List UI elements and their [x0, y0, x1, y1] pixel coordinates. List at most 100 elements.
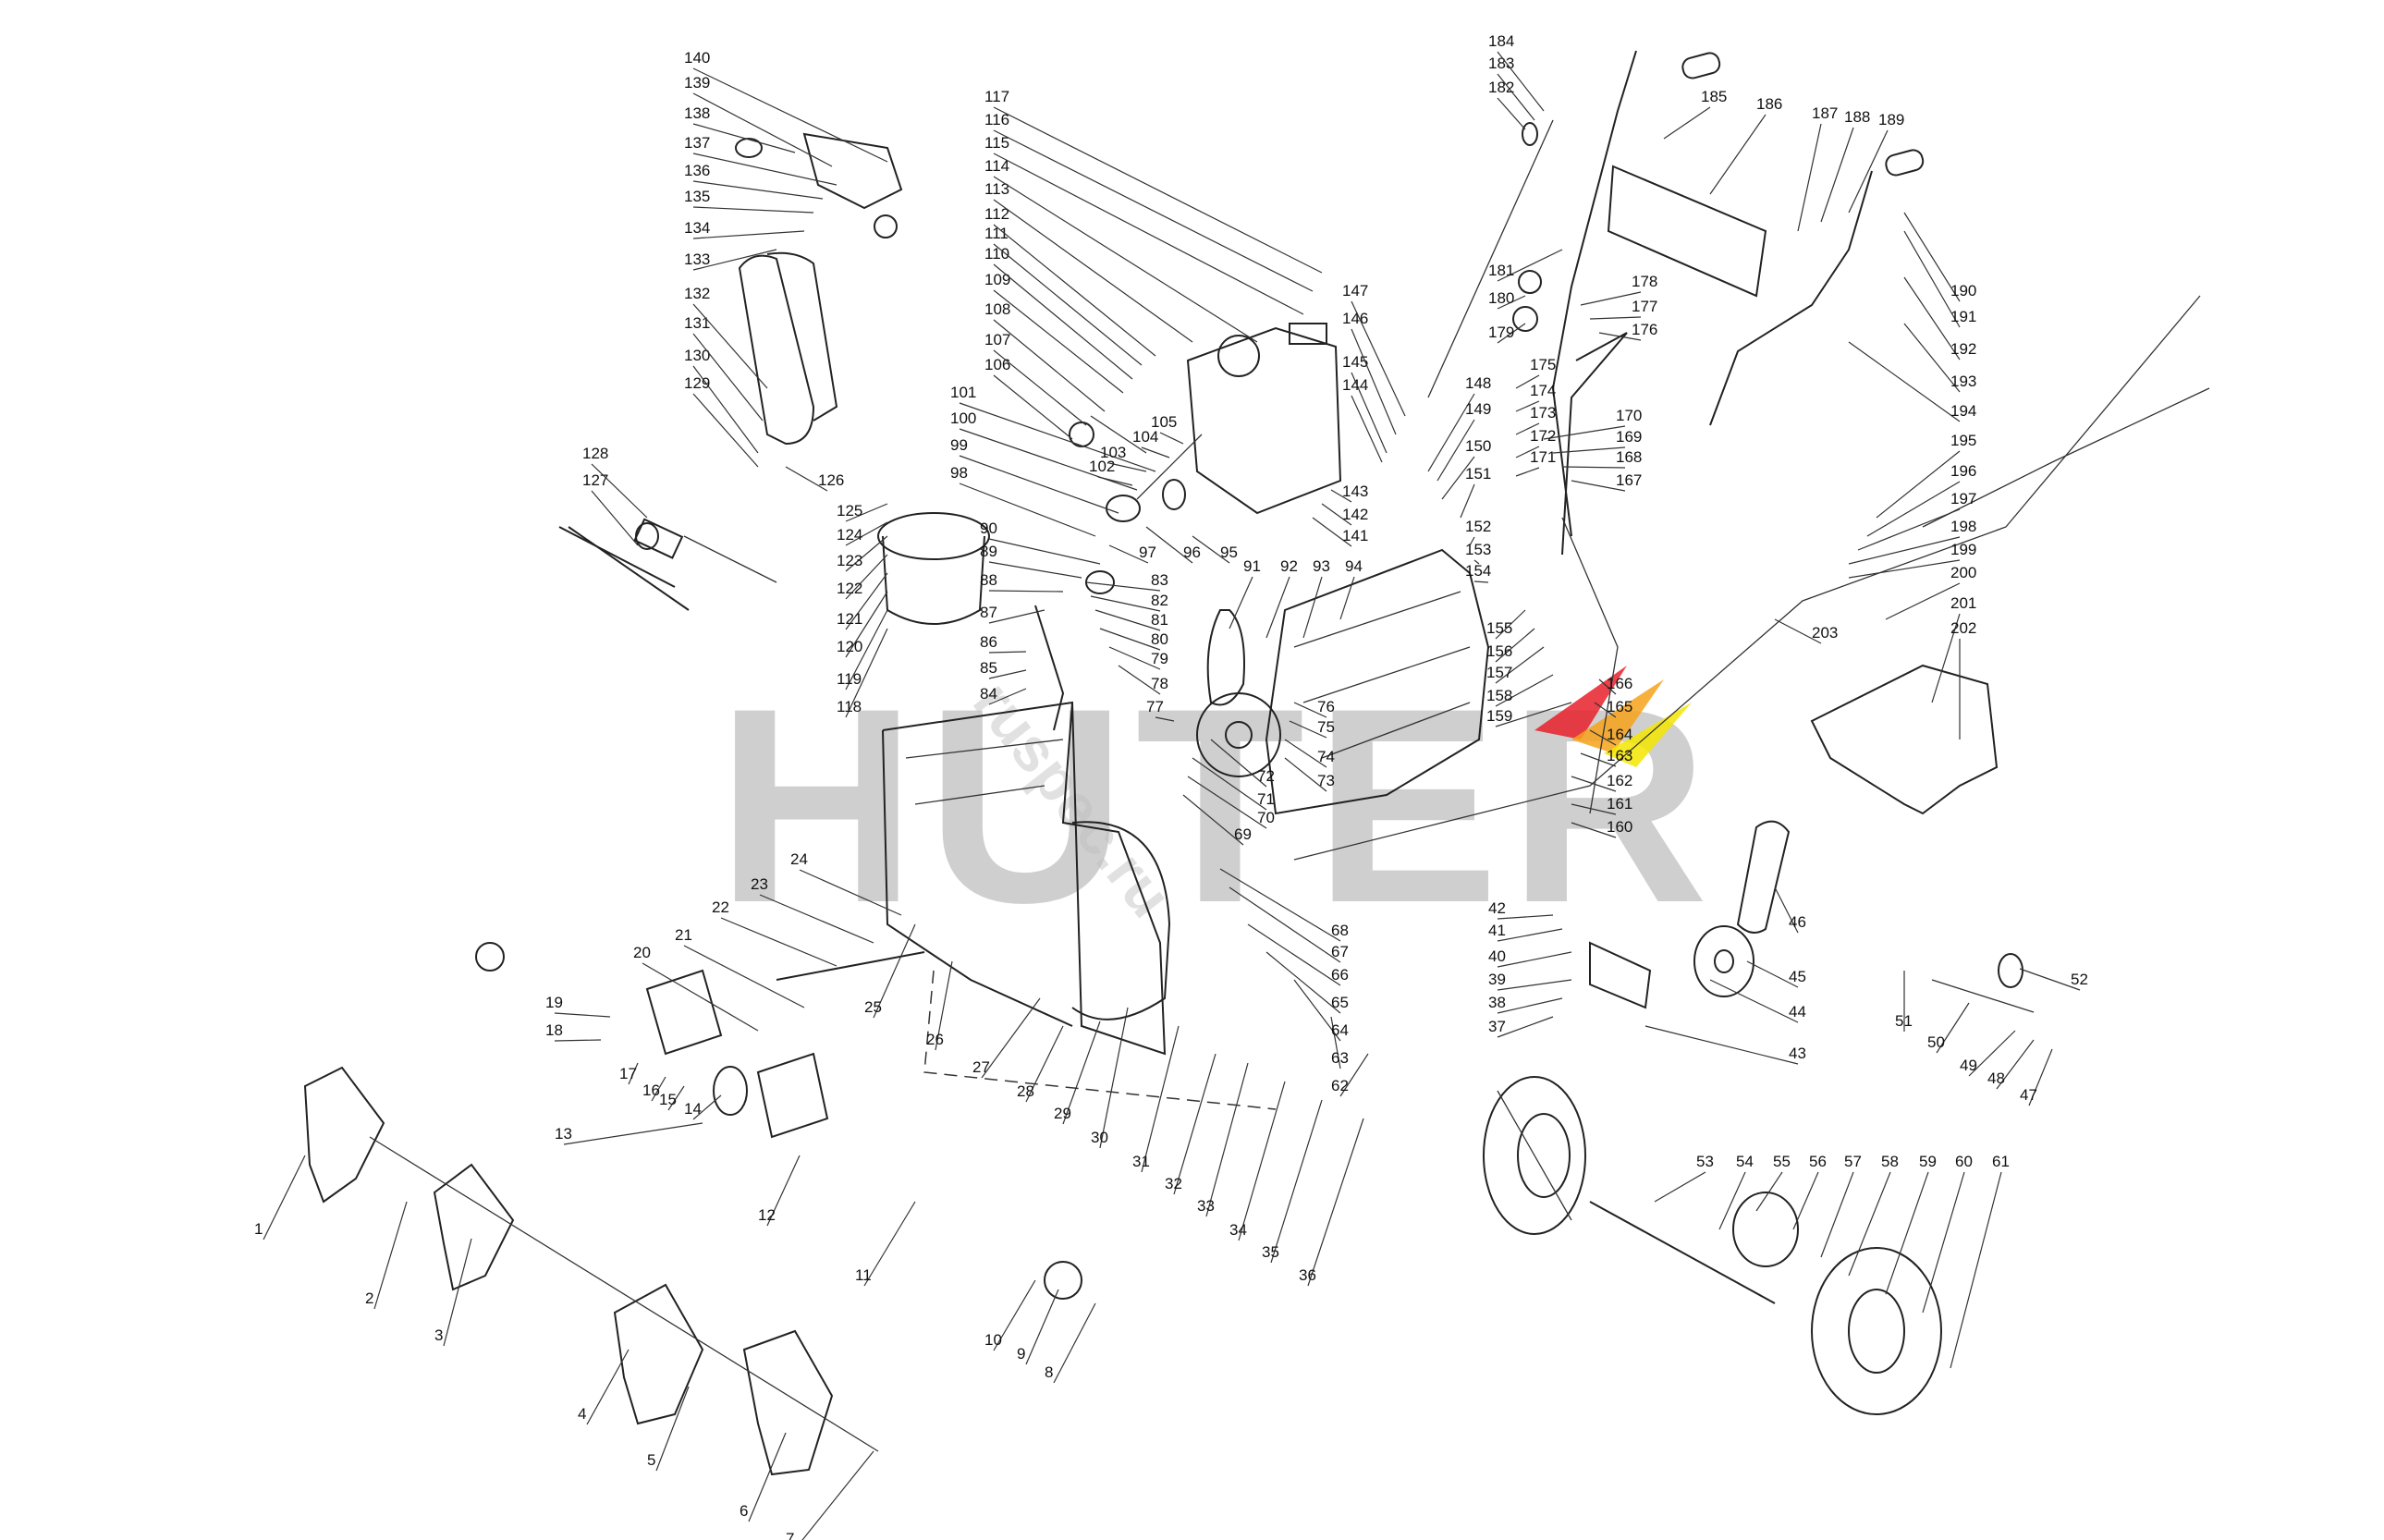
axle: [1589, 1192, 1799, 1304]
callout-label: 141: [1342, 527, 1368, 544]
callout-label: 29: [1054, 1105, 1071, 1122]
leader-line: [1936, 1002, 1970, 1054]
leader-line: [591, 463, 648, 519]
callout-label: 162: [1607, 772, 1632, 789]
callout-label: 138: [684, 104, 710, 122]
leader-line: [1330, 1016, 1341, 1069]
callout-label: 77: [1146, 698, 1164, 715]
callout-label: 102: [1089, 458, 1115, 475]
callout-label: 140: [684, 49, 710, 67]
leader-line: [988, 688, 1027, 705]
leader-line: [845, 503, 888, 522]
leader-line: [373, 1201, 408, 1310]
callout-label: 194: [1950, 402, 1976, 420]
callout-label: 112: [984, 205, 1009, 223]
callout-label: 74: [1317, 748, 1335, 765]
callout-label: 183: [1488, 55, 1514, 72]
callout-label: 62: [1331, 1077, 1349, 1094]
leader-line: [1571, 822, 1617, 838]
leader-line: [591, 490, 639, 546]
leader-line: [1848, 1171, 1891, 1277]
callout-label: 129: [684, 374, 710, 392]
callout-label: 40: [1488, 947, 1506, 965]
leader-line: [1598, 332, 1642, 341]
leader-line: [655, 1386, 690, 1472]
callout-label: 33: [1197, 1197, 1215, 1215]
leader-line: [959, 455, 1119, 514]
leader-line: [692, 365, 759, 454]
callout-label: 161: [1607, 795, 1632, 813]
leader-line: [1774, 886, 1799, 934]
callout-label: 110: [984, 245, 1009, 263]
callout-label: 174: [1530, 382, 1556, 399]
callout-label: 125: [837, 502, 862, 519]
leader-line: [1654, 1171, 1706, 1203]
callout-label: 51: [1895, 1012, 1913, 1030]
leader-line: [766, 1155, 801, 1227]
auger-assembly: [303, 942, 1082, 1476]
callout-label: 176: [1632, 321, 1657, 338]
callout-label: 48: [1987, 1069, 2005, 1087]
leader-line: [554, 1012, 611, 1018]
callout-label: 157: [1486, 664, 1512, 681]
leader-line: [1145, 526, 1193, 564]
leader-line: [1284, 739, 1327, 768]
leader-line: [1351, 395, 1383, 463]
leader-line: [1497, 979, 1572, 991]
leader-line: [1515, 446, 1540, 458]
leader-line: [993, 129, 1314, 292]
callout-label: 5: [647, 1451, 655, 1469]
callout-label: 167: [1616, 471, 1642, 489]
leader-line: [1885, 1171, 1929, 1295]
leader-line: [1571, 480, 1626, 492]
leader-line: [993, 176, 1258, 343]
control-cables: [1293, 295, 2210, 861]
callout-label: 153: [1465, 541, 1491, 558]
callout-label: 184: [1488, 32, 1514, 50]
engine: [1069, 323, 1342, 594]
leader-line: [863, 1201, 916, 1287]
leader-line: [563, 1122, 703, 1145]
leader-line: [1515, 400, 1540, 412]
leader-line: [1663, 106, 1711, 140]
callout-label: 119: [837, 670, 862, 688]
leader-line: [993, 153, 1304, 315]
leader-line: [845, 609, 888, 691]
leader-line: [263, 1155, 306, 1241]
leader-line: [1497, 73, 1535, 121]
callout-label: 164: [1607, 726, 1632, 743]
callout-label: 56: [1809, 1153, 1827, 1170]
leader-line: [1497, 951, 1572, 968]
auger-housing: [882, 701, 1171, 1056]
callout-label: 107: [984, 331, 1010, 348]
leader-line: [845, 572, 888, 630]
leader-line: [1515, 467, 1540, 477]
leader-line: [1270, 1099, 1323, 1264]
callout-label: 61: [1992, 1153, 2010, 1170]
callout-label: 130: [684, 347, 710, 364]
callout-label: 73: [1317, 772, 1335, 789]
callout-label: 38: [1488, 994, 1506, 1011]
leader-line: [1173, 1053, 1216, 1195]
callout-label: 2: [365, 1289, 373, 1307]
callout-label: 179: [1488, 324, 1514, 341]
leader-line: [1903, 212, 1961, 302]
callout-label: 98: [950, 464, 968, 482]
leader-line: [845, 628, 888, 718]
leader-line: [692, 333, 764, 422]
leader-line: [1495, 674, 1554, 707]
callout-label: 28: [1017, 1082, 1034, 1100]
callout-label: 81: [1151, 611, 1168, 629]
callout-label: 30: [1091, 1129, 1108, 1146]
callout-label: 101: [950, 384, 976, 401]
leader-line: [1289, 720, 1327, 739]
callout-label: 132: [684, 285, 710, 302]
callout-label: 99: [950, 436, 968, 454]
leader-line: [1950, 1171, 2002, 1369]
callout-label: 108: [984, 300, 1010, 318]
callout-label: 39: [1488, 971, 1506, 988]
callout-label: 15: [659, 1091, 677, 1108]
callout-label: 189: [1878, 111, 1904, 128]
callout-label: 12: [758, 1206, 776, 1224]
leader-line: [1265, 951, 1341, 1014]
